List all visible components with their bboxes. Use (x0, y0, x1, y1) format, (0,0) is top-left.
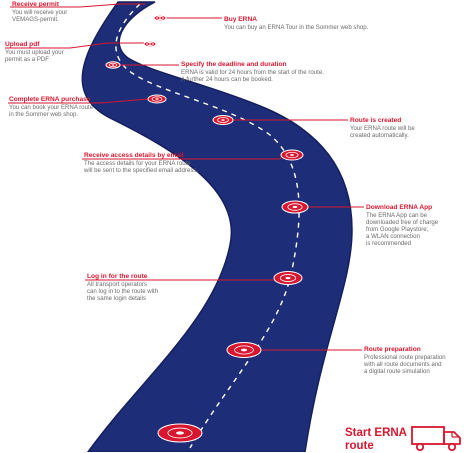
step-access-details: Receive access details by email The acce… (84, 152, 198, 174)
step-desc-line: VEMAGS-permit. (12, 15, 59, 23)
step-title: Download ERNA App (366, 204, 433, 211)
marker-route-created (212, 115, 234, 125)
step-desc-line: Your ERNA route will be (350, 124, 415, 132)
step-route-preparation: Route preparation Professional route pre… (364, 346, 446, 375)
step-title: Receive access details by email (84, 152, 184, 159)
step-title: Specify the deadline and duration (181, 61, 287, 68)
step-title: Route is created (350, 117, 402, 124)
step-desc-line: You must upload your (5, 48, 64, 56)
marker-specify-deadline (105, 61, 121, 69)
step-desc-line: You will receive your (12, 8, 68, 16)
step-log-in: Log in for the route All transport opera… (87, 273, 158, 302)
step-title: Route preparation (364, 346, 421, 353)
step-title: Complete ERNA purchase (9, 96, 91, 103)
road-surface (81, 1, 353, 452)
route-markers (105, 14, 309, 443)
marker-log-in (273, 271, 303, 285)
step-title: Log in for the route (87, 273, 148, 280)
step-desc-line: All transport operators (87, 280, 147, 288)
step-desc-line: permit as a PDF (5, 55, 50, 63)
step-desc-line: Professional route preparation (364, 353, 446, 361)
step-title: Upload pdf (5, 41, 40, 48)
truck-icon (411, 426, 461, 452)
marker-start (157, 423, 203, 443)
step-desc-line: You can book your ERNA route (9, 103, 94, 111)
marker-route-preparation (226, 342, 262, 358)
step-specify-deadline: Specify the deadline and duration ERNA i… (181, 61, 324, 83)
step-desc-line: from Google Playstore; (366, 226, 429, 233)
step-desc-line: The ERNA App can be (366, 211, 427, 219)
step-desc-line: with all route documents and (364, 360, 442, 368)
marker-upload-pdf (143, 40, 157, 48)
step-desc-line: can log in to the route with (87, 287, 159, 295)
step-desc-line: a WLAN connection (366, 233, 420, 241)
step-desc-line: created automatically. (350, 131, 409, 139)
step-desc-line: A further 24 hours can be booked. (181, 75, 273, 83)
marker-download-app (281, 200, 309, 214)
step-desc-line: a digital route simulation (364, 368, 430, 375)
marker-access-details (280, 149, 304, 161)
step-desc-line: The access details for your ERNA route (84, 159, 191, 167)
connector-upload-pdf (5, 42, 144, 49)
start-erna-route-label: Start ERNA route (345, 427, 407, 453)
step-desc-line: You can buy an ERNA Tour in the Sommer w… (224, 23, 369, 31)
step-desc-line: is recommended (366, 240, 412, 248)
start-label-line: route (345, 440, 374, 452)
step-receive-permit: Receive permit You will receive your VEM… (12, 1, 67, 23)
step-desc-line: in the Sommer web shop. (9, 110, 79, 118)
step-complete-purchase: Complete ERNA purchase You can book your… (9, 96, 93, 118)
step-desc-line: the same login details (87, 295, 146, 302)
connector-complete-purchase (8, 98, 149, 104)
step-buy-erna: Buy ERNA You can buy an ERNA Tour in the… (224, 16, 368, 31)
step-desc-line: will be sent to the specified email addr… (84, 166, 199, 174)
connector-receive-permit (10, 3, 145, 8)
step-route-created: Route is created Your ERNA route will be… (350, 117, 415, 139)
step-title: Receive permit (12, 1, 59, 8)
step-desc-line: ERNA is valid for 24 hours from the star… (181, 68, 324, 76)
step-download-app: Download ERNA App The ERNA App can be do… (366, 204, 438, 248)
start-label-line: Start ERNA (345, 427, 407, 439)
step-desc-line: downloaded free of charge (366, 218, 439, 226)
step-title: Buy ERNA (224, 16, 257, 23)
step-upload-pdf: Upload pdf You must upload your permit a… (5, 41, 64, 63)
marker-buy-erna (153, 14, 167, 22)
marker-complete-purchase (147, 94, 167, 104)
